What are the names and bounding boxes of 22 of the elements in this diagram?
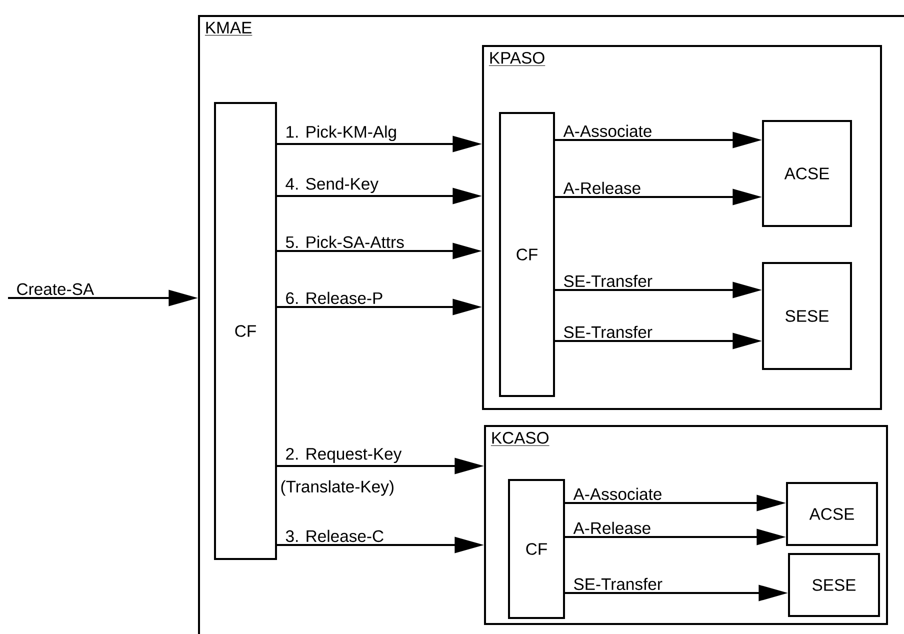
- edge-label: A-Release: [573, 522, 650, 534]
- process-box: CF: [508, 479, 565, 619]
- edge-label: A-Release: [563, 182, 640, 194]
- process-box: SESE: [788, 553, 880, 617]
- process-box: SESE: [762, 262, 852, 370]
- edge-label: 6. Release-P: [286, 292, 382, 304]
- edge-label: A-Associate: [563, 124, 652, 138]
- edge-label: SE-Transfer: [564, 326, 652, 338]
- edge-label: 2. Request-Key: [286, 448, 402, 464]
- edge-label: 3. Release-C: [286, 530, 384, 542]
- edge-label: Create-SA: [17, 283, 94, 296]
- edge-label: SE-Transfer: [574, 578, 662, 590]
- edge-label: SE-Transfer: [564, 274, 652, 288]
- edge-label: A-Associate: [573, 488, 662, 500]
- process-box: CF: [499, 112, 555, 397]
- process-box: ACSE: [762, 120, 852, 227]
- label-text: (Translate-Key): [281, 480, 394, 496]
- process-box: ACSE: [786, 482, 878, 546]
- edge-label: 1. Pick-KM-Alg: [286, 126, 396, 142]
- edge-label: 5. Pick-SA-Attrs: [286, 236, 404, 248]
- process-box: CF: [214, 102, 277, 560]
- edge-label: 4. Send-Key: [286, 178, 378, 194]
